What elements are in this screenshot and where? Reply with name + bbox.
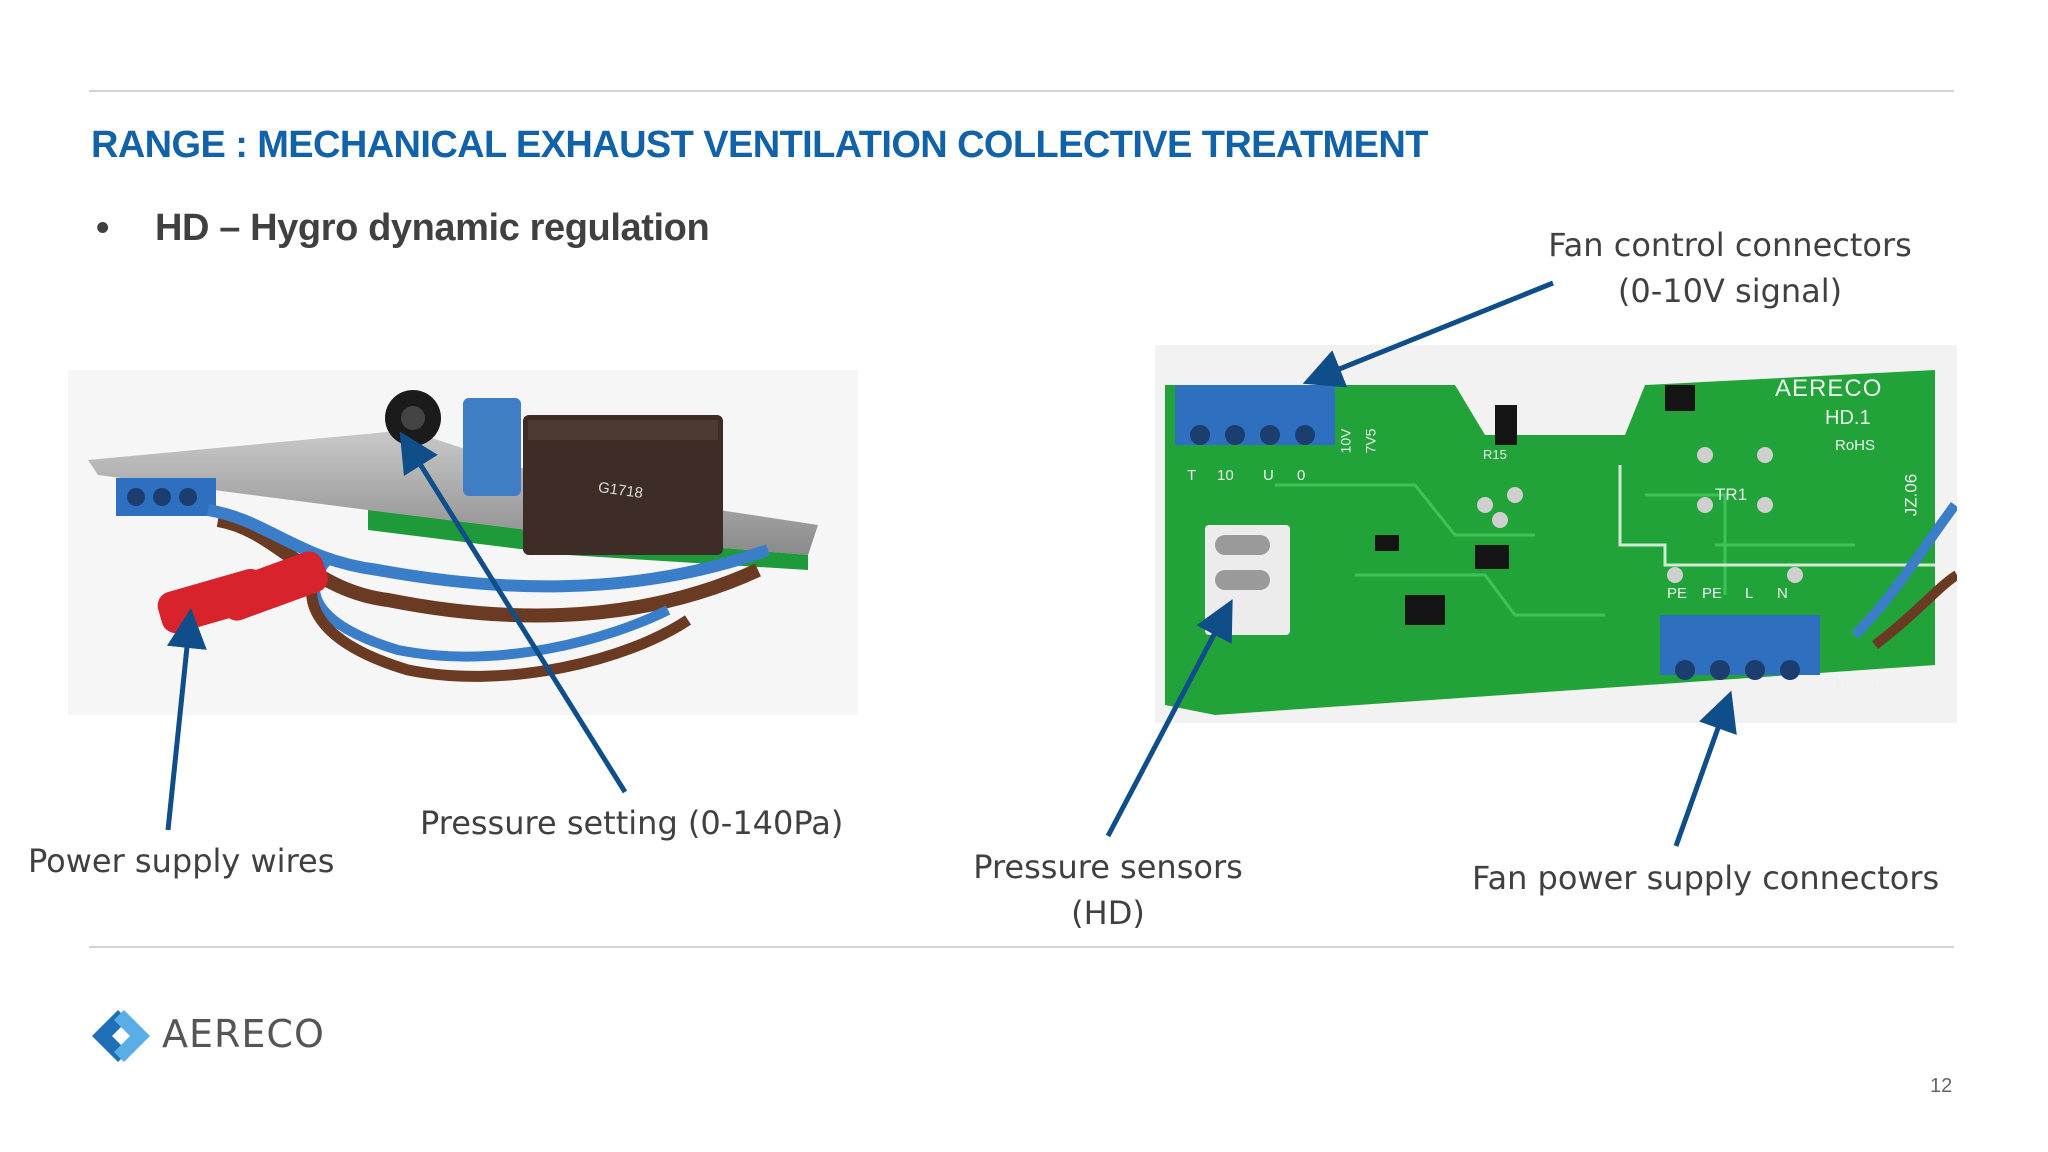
top-rule bbox=[89, 90, 1954, 92]
regulator-top-photo: AERECO HD.1 RoHS JZ.06 TR1 R15 10V 7V5 T… bbox=[1155, 345, 1957, 723]
pin-pe-2: PE bbox=[1702, 585, 1723, 602]
pin-t: T bbox=[1187, 467, 1197, 484]
pin-n: N bbox=[1777, 585, 1788, 602]
slide-title: RANGE : MECHANICAL EXHAUST VENTILATION C… bbox=[91, 124, 1428, 166]
bullet-text: HD – Hygro dynamic regulation bbox=[155, 207, 710, 249]
arrow-pressure-sensors bbox=[1105, 599, 1233, 838]
arrow-power-supply bbox=[165, 608, 207, 831]
page-number: 12 bbox=[1930, 1075, 1953, 1097]
board-tr1: TR1 bbox=[1715, 485, 1748, 504]
regulator-side-photo: G1718 bbox=[68, 370, 858, 715]
bullet-marker: • bbox=[96, 207, 110, 249]
arrow-fan-power bbox=[1673, 690, 1737, 847]
arrow-pressure-setting bbox=[399, 431, 628, 794]
caption-pressure-sensors-line2: (HD) bbox=[1071, 894, 1145, 932]
pin-10: 10 bbox=[1217, 467, 1234, 484]
caption-pressure-setting: Pressure setting (0-140Pa) bbox=[420, 804, 844, 842]
board-model: HD.1 bbox=[1825, 407, 1871, 429]
pin-side-l: L bbox=[1873, 673, 1883, 692]
caption-pressure-sensors: Pressure sensors (HD) bbox=[958, 844, 1258, 936]
caption-fan-control-line2: (0-10V signal) bbox=[1617, 272, 1843, 310]
arrow-fan-control bbox=[1302, 280, 1554, 388]
pin-pe-1: PE bbox=[1667, 585, 1688, 602]
caption-fan-power-supply: Fan power supply connectors bbox=[1472, 859, 1940, 897]
pin-u: U bbox=[1263, 467, 1274, 484]
pin-0: 0 bbox=[1297, 467, 1306, 484]
board-brand: AERECO bbox=[1775, 375, 1883, 402]
pin-l: L bbox=[1745, 585, 1754, 602]
caption-fan-control-line1: Fan control connectors bbox=[1548, 226, 1912, 264]
board-rohs: RoHS bbox=[1835, 437, 1876, 454]
caption-fan-control: Fan control connectors (0-10V signal) bbox=[1530, 222, 1930, 314]
caption-power-supply-wires: Power supply wires bbox=[28, 842, 335, 880]
aereco-logo-icon bbox=[92, 1010, 150, 1062]
logo-text: AERECO bbox=[162, 1012, 325, 1056]
pin-side-n: N bbox=[1835, 675, 1848, 694]
aereco-logo: AERECO bbox=[88, 1004, 328, 1068]
bottom-rule bbox=[89, 946, 1954, 948]
board-r15: R15 bbox=[1483, 447, 1507, 462]
caption-pressure-sensors-line1: Pressure sensors bbox=[973, 848, 1243, 886]
